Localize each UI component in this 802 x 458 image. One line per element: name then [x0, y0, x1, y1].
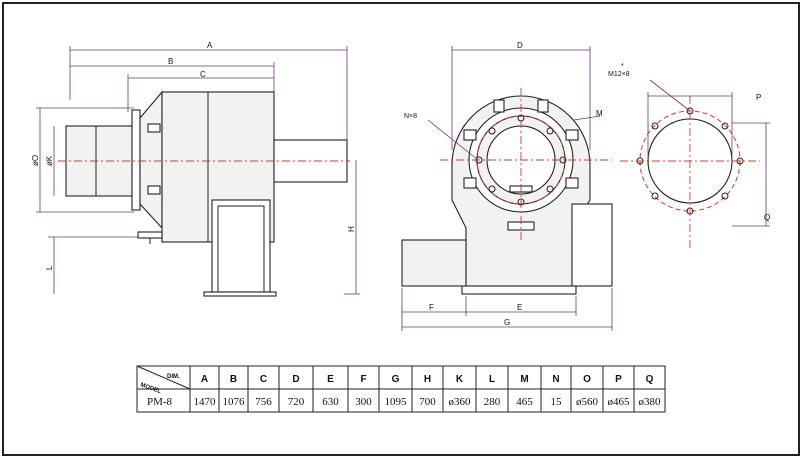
dim-label-l: L [45, 265, 54, 270]
table-header-G: G [392, 374, 400, 385]
dim-label-h: H [347, 226, 356, 232]
dim-label-e: E [517, 303, 522, 312]
table-header-D: D [292, 374, 299, 385]
table-value-E: 630 [322, 396, 339, 408]
table-header-K: K [456, 374, 464, 385]
dim-label-c: C [200, 70, 206, 79]
table-header-M: M [520, 374, 528, 385]
table-corner-dim: DIM. [167, 374, 180, 380]
table-header-N: N [552, 374, 559, 385]
table-header-L: L [489, 374, 495, 385]
outlet [211, 199, 271, 293]
table-value-B: 1076 [223, 396, 246, 408]
table-value-A: 1470 [194, 396, 217, 408]
inlet-flange [131, 109, 141, 211]
table-header-H: H [424, 374, 431, 385]
table-value-P: ø465 [608, 396, 631, 408]
table-value-Q: ø380 [639, 396, 662, 408]
dim-label-k: øK [45, 155, 54, 166]
table-value-N: 15 [551, 396, 563, 408]
table-header-O: O [583, 374, 591, 385]
table-value-G: 1095 [385, 396, 408, 408]
table-header-C: C [260, 374, 267, 385]
base-plate [203, 291, 277, 297]
dim-label-d: D [517, 41, 523, 50]
dim-label-o: øO [31, 155, 40, 166]
table-value-C: 756 [255, 396, 272, 408]
table-header-Q: Q [646, 374, 654, 385]
table-header-F: F [360, 374, 366, 385]
table-value-row: 1470 1076 756 720 630 300 1095 700 ø360 280 465 15 ø… [194, 396, 662, 408]
table-value-D: 720 [288, 396, 305, 408]
dim-label-a: A [207, 41, 213, 50]
dim-label-p: P [756, 93, 761, 102]
dim-label-n: N×8 [404, 113, 417, 120]
table-model-cell: PM-8 [147, 396, 173, 408]
side-view: A B C øO øK L H [31, 41, 360, 297]
front-view: D M N×8 [401, 41, 613, 331]
spec-table: DIM. MODEL A B C D E F G H K L M N O P Q PM-8 1470 1076… [136, 365, 666, 413]
table-value-M: 465 [516, 396, 533, 408]
table-corner-model: MODEL [139, 382, 162, 395]
table-value-F: 300 [355, 396, 372, 408]
dim-label-m12: M12×8 [608, 71, 630, 78]
inlet-cone [139, 90, 163, 230]
table-header-E: E [327, 374, 334, 385]
table-header-B: B [230, 374, 237, 385]
dim-label-b: B [168, 57, 173, 66]
table-value-K: ø360 [449, 396, 472, 408]
dim-label-star: * [621, 63, 624, 70]
motor-right [571, 203, 613, 287]
table-value-O: ø560 [576, 396, 599, 408]
outlet-left [401, 239, 467, 287]
table-value-H: 700 [419, 396, 436, 408]
table-value-L: 280 [484, 396, 501, 408]
dim-label-f: F [429, 303, 434, 312]
table-header-A: A [201, 374, 208, 385]
dim-label-g: G [504, 318, 510, 327]
flange-view: P Q * M12×8 [608, 63, 770, 250]
table-header-P: P [615, 374, 622, 385]
dim-label-q: Q [764, 213, 770, 222]
dim-label-m: M [596, 109, 603, 118]
